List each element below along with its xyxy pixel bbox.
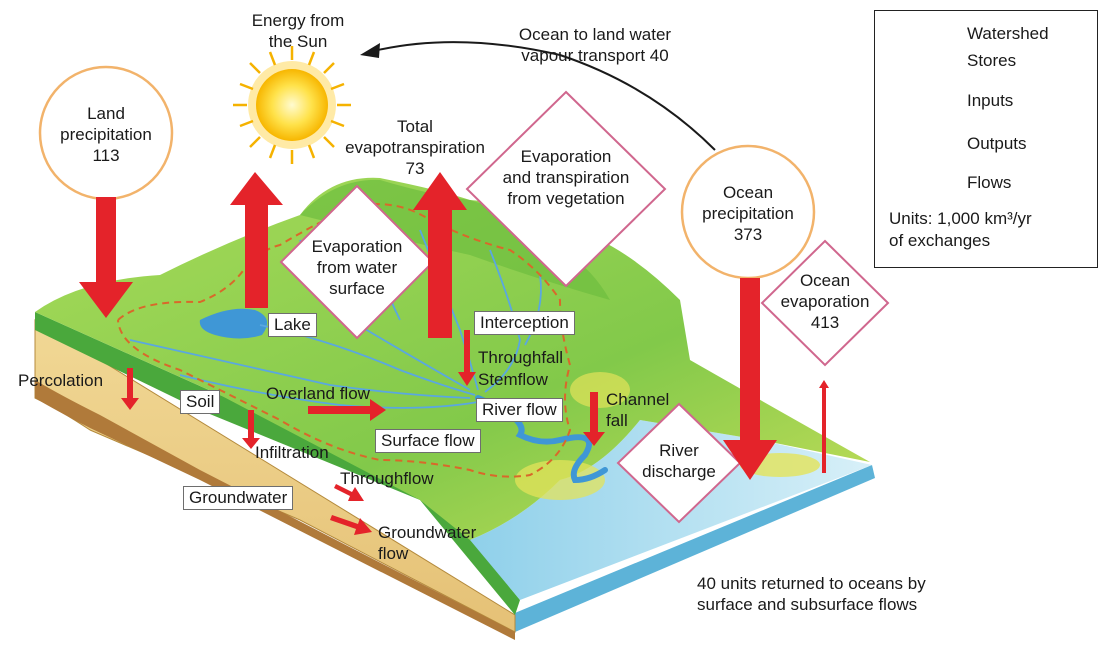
field-patch xyxy=(570,372,630,408)
legend-flows-label: Flows xyxy=(967,173,1012,192)
sun-label: Energy from the Sun xyxy=(251,11,345,51)
vapour-transport-arrow xyxy=(377,41,716,151)
store-interception: Interception xyxy=(474,311,575,335)
store-river-flow: River flow xyxy=(476,398,563,422)
groundwater-flow-arrow xyxy=(330,515,372,535)
sun-icon xyxy=(233,46,351,164)
ocean-front-edge xyxy=(510,465,875,632)
ocean-evaporation-value: 413 xyxy=(810,313,840,332)
infiltration-flow-arrow xyxy=(242,410,260,449)
store-lake: Lake xyxy=(268,313,317,337)
land-precipitation-flow-arrow xyxy=(79,197,133,318)
land-front-edge xyxy=(35,312,520,615)
store-groundwater: Groundwater xyxy=(183,486,294,510)
total-evapotranspiration-value: 73 xyxy=(405,159,425,178)
vapour-transport-arrowhead xyxy=(360,43,380,58)
ocean-precipitation-flow-arrow xyxy=(723,278,777,480)
ocean-evaporation-flow-arrow xyxy=(819,380,829,473)
flow-arrows xyxy=(79,172,829,535)
ocean-precipitation-label: Ocean precipitation 373 xyxy=(688,182,808,245)
river-discharge-label: River discharge xyxy=(642,441,716,481)
legend-outputs-label: Outputs xyxy=(967,134,1027,153)
lake xyxy=(199,308,268,339)
legend-watershed-label: Watershed xyxy=(967,24,1049,43)
land-precipitation-value: 113 xyxy=(92,146,120,165)
infiltration-label: Infiltration xyxy=(255,443,329,462)
ocean-evaporation-label: Ocean evaporation 413 xyxy=(775,270,875,333)
throughfall-flow-arrow xyxy=(458,330,476,386)
evaporation-vegetation-output-diamond xyxy=(465,90,667,288)
total-evapotranspiration-flow-arrow xyxy=(413,172,467,338)
groundwater-flow-label: Groundwater flow xyxy=(378,523,477,563)
legend: Watershed Stores Inputs Outputs Flows Un… xyxy=(874,10,1098,268)
store-soil: Soil xyxy=(180,390,221,414)
channel-fall-flow-arrow xyxy=(583,392,605,446)
channel-fall-label: Channel fall xyxy=(606,390,670,430)
percolation-label: Percolation xyxy=(18,371,104,390)
stemflow-label: Stemflow xyxy=(478,370,548,389)
overland-flow-arrow xyxy=(308,399,386,421)
evaporation-vegetation-label: Evaporation and transpiration from veget… xyxy=(502,147,630,208)
land-precipitation-label: Land precipitation 113 xyxy=(46,103,166,166)
throughflow-label: Throughflow xyxy=(340,469,434,488)
overland-flow-label: Overland flow xyxy=(266,384,370,403)
evaporation-water-output-diamond xyxy=(279,184,435,340)
legend-stores-label: Stores xyxy=(967,51,1017,70)
footer-note: 40 units returned to oceans by surface a… xyxy=(697,574,926,614)
ocean-evaporation-output-diamond xyxy=(760,239,890,367)
main-river xyxy=(475,395,608,484)
lake-evaporation-flow-arrow xyxy=(230,172,283,308)
land-surface xyxy=(35,177,870,540)
river-discharge-output-diamond xyxy=(616,402,742,524)
bedrock-layer xyxy=(35,380,515,640)
total-evapotranspiration-label: Total evapotranspiration 73 xyxy=(320,116,510,179)
percolation-flow-arrow xyxy=(121,368,139,410)
evaporation-water-label: Evaporation from water surface xyxy=(311,237,403,298)
ocean-precipitation-value: 373 xyxy=(733,225,763,244)
throughflow-arrow xyxy=(334,484,364,501)
vapour-transport-label: Ocean to land water vapour transport 40 xyxy=(518,25,672,65)
store-surface-flow: Surface flow xyxy=(375,429,481,453)
legend-units-line1: Units: 1,000 km³/yr xyxy=(889,209,1032,228)
legend-units-line2: of exchanges xyxy=(889,231,991,250)
legend-inputs-label: Inputs xyxy=(967,91,1014,110)
throughfall-label: Throughfall xyxy=(478,348,564,367)
